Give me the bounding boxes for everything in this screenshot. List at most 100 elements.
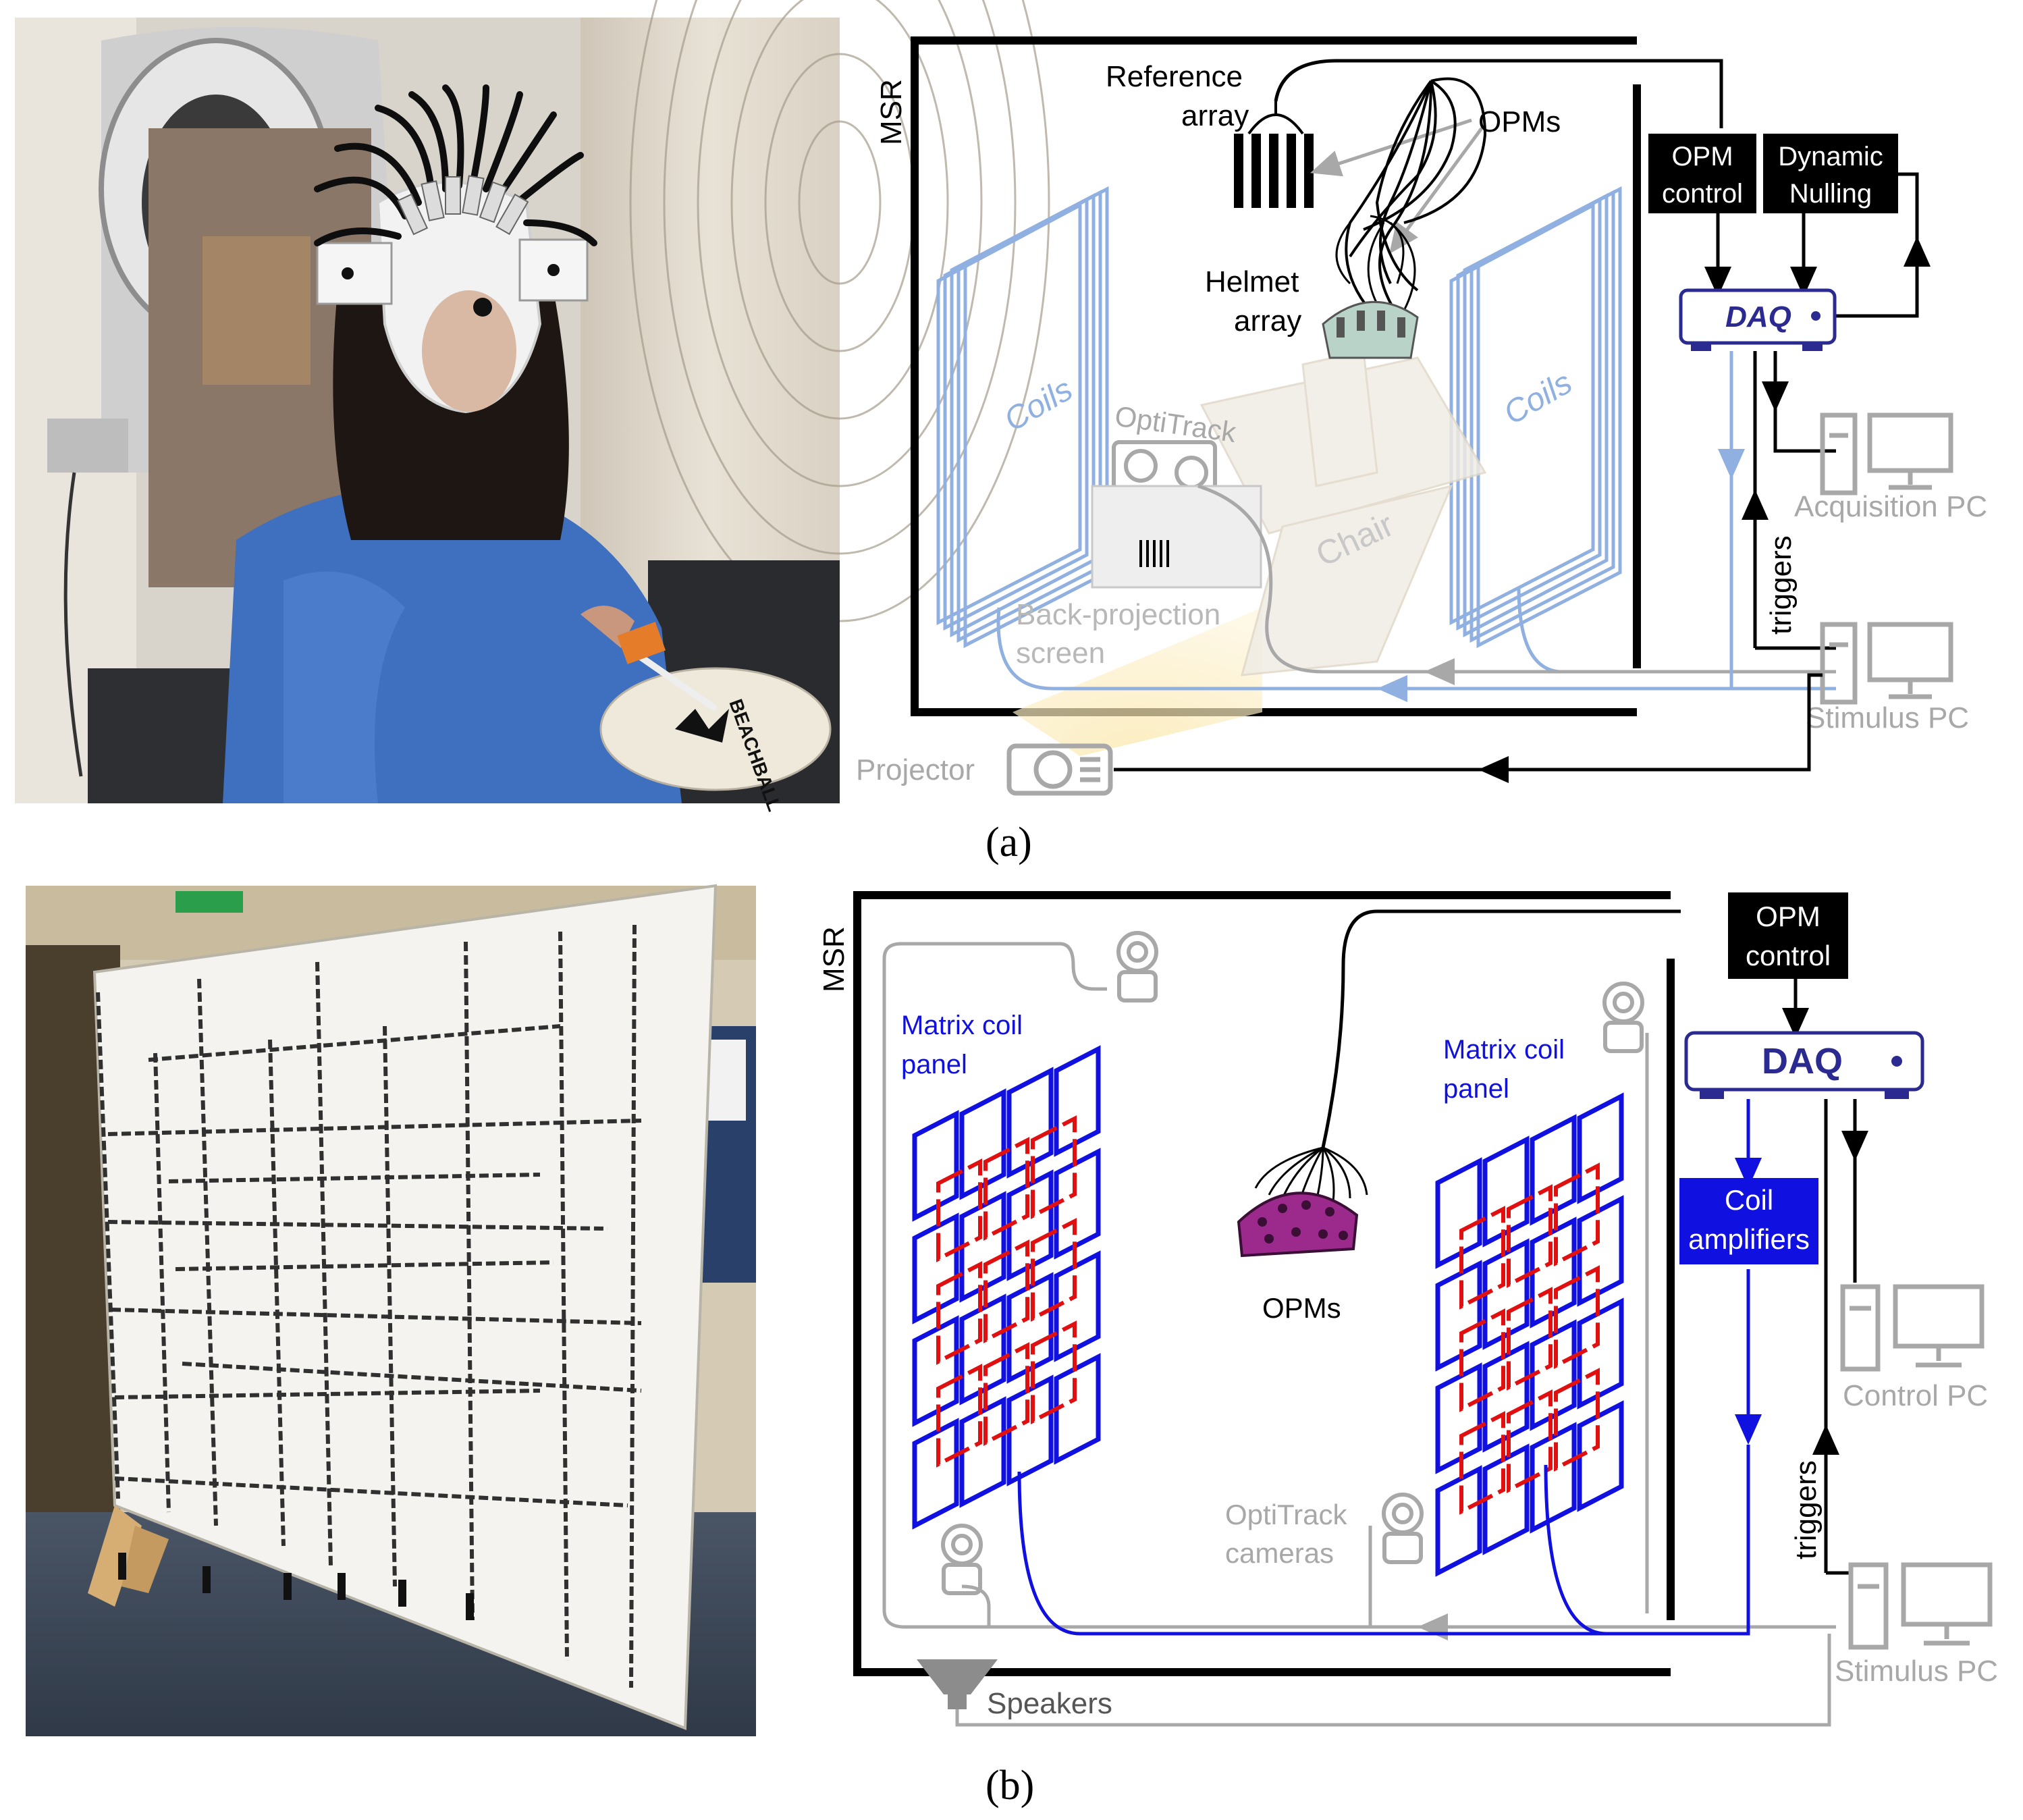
- optitrack-label-b-2: cameras: [1225, 1537, 1334, 1569]
- back-projection-screen: [1091, 485, 1262, 589]
- photo-a-opm-helmet-participant: BEACHBALL: [15, 0, 1050, 814]
- daq-box-a: [1679, 288, 1837, 351]
- opms-label-b: OPMs: [1262, 1292, 1341, 1324]
- optitrack-camera-icon-a: [1112, 440, 1217, 491]
- triggers-label-b: triggers: [1789, 1460, 1823, 1559]
- caption-b: (b): [986, 1763, 1034, 1809]
- matrix-coil-blue-loop: [1006, 1169, 1054, 1281]
- stimulus-pc-label-b: Stimulus PC: [1835, 1655, 1998, 1688]
- matrix-coil-blue-loop: [1006, 1272, 1054, 1384]
- msr-label-b: MSR: [817, 926, 851, 992]
- matrix-coil-blue-loop: [1530, 1422, 1577, 1534]
- msr-label-a: MSR: [875, 79, 908, 145]
- reference-array-label-2: array: [1181, 99, 1249, 132]
- optitrack-camera-icon-b3: [941, 1524, 983, 1595]
- helmet-array-label-1: Helmet: [1205, 265, 1299, 298]
- speakers-icon: [917, 1659, 998, 1709]
- optitrack-camera-icon-b1: [1116, 931, 1158, 1002]
- daq-box-b: [1684, 1031, 1924, 1099]
- projector-icon: [1006, 743, 1113, 796]
- matrix-coil-blue-loop: [959, 1396, 1006, 1508]
- dynamic-nulling-box: [1763, 134, 1898, 213]
- optitrack-camera-icon-b4: [1382, 1493, 1424, 1564]
- matrix-coil-blue-loop: [1482, 1341, 1530, 1453]
- matrix-coil-blue-loop: [1006, 1067, 1054, 1179]
- back-projection-label-2: screen: [1016, 637, 1105, 670]
- stimulus-pc-icon-b: [1848, 1562, 1993, 1650]
- matrix-coil-blue-loop: [1054, 1353, 1101, 1465]
- matrix-coil-red-loop: [1459, 1411, 1505, 1515]
- matrix-coil-blue-loop: [959, 1191, 1006, 1303]
- matrix-coil-red-loop: [983, 1342, 1029, 1446]
- projector-label: Projector: [856, 753, 975, 786]
- photo-b-matrix-coil-panel: [26, 884, 756, 1736]
- matrix-coil-red-loop: [1459, 1308, 1505, 1412]
- matrix-coil-red-loop: [983, 1239, 1029, 1343]
- matrix-coil-blue-loop: [912, 1418, 959, 1530]
- coils-left-label: Coils: [998, 371, 1079, 438]
- matrix-right-label-2: panel: [1443, 1074, 1509, 1104]
- matrix-coil-red-loop: [936, 1364, 982, 1468]
- matrix-coil-red-loop: [1507, 1389, 1553, 1493]
- matrix-coil-blue-loop: [959, 1293, 1006, 1406]
- daq-label-b: DAQ: [1762, 1041, 1843, 1081]
- stimulus-pc-icon-a: [1820, 622, 1953, 705]
- chair-shape: [1199, 350, 1487, 676]
- helmet-array-icon: [1322, 300, 1419, 359]
- coil-amplifiers-label-1: Coil: [1725, 1184, 1773, 1216]
- matrix-coil-panel-right: [1435, 1092, 1624, 1577]
- matrix-coil-blue-loop: [1530, 1319, 1577, 1431]
- speakers-label: Speakers: [987, 1687, 1112, 1720]
- matrix-coil-red-loop: [1031, 1218, 1077, 1322]
- screen-stimulus-icon: [1139, 540, 1169, 567]
- msr-outline-b: [853, 891, 1671, 1676]
- optitrack-camera-icon-b2: [1602, 982, 1644, 1053]
- matrix-coil-blue-loop: [1577, 1400, 1624, 1512]
- acquisition-pc-label: Acquisition PC: [1794, 490, 1987, 523]
- diagram-b: MSR OptiTrack cameras Matrix coil: [817, 891, 1998, 1809]
- coil-amplifiers-label-2: amplifiers: [1688, 1223, 1810, 1255]
- matrix-coil-blue-loop: [1577, 1297, 1624, 1410]
- matrix-coil-panel-left: [912, 1045, 1101, 1530]
- stimulus-pc-label-a: Stimulus PC: [1806, 701, 1969, 734]
- matrix-left-label-1: Matrix coil: [901, 1011, 1023, 1040]
- caption-a: (a): [986, 820, 1032, 865]
- matrix-coil-blue-loop: [1530, 1216, 1577, 1329]
- matrix-coil-red-loop: [1459, 1206, 1505, 1310]
- coils-right: [1449, 186, 1622, 649]
- opms-helmet-icon-b: [1237, 1192, 1359, 1258]
- acquisition-pc-icon: [1820, 412, 1953, 496]
- reference-array-sensors: [1234, 134, 1314, 208]
- matrix-coil-red-loop: [1554, 1265, 1600, 1369]
- matrix-coil-blue-loop: [1482, 1238, 1530, 1350]
- matrix-coil-red-loop: [1554, 1368, 1600, 1472]
- dynamic-nulling-label-2: Nulling: [1789, 179, 1872, 209]
- matrix-coil-blue-loop: [912, 1110, 959, 1222]
- matrix-right-label-1: Matrix coil: [1443, 1035, 1565, 1065]
- coils-right-label: Coils: [1498, 365, 1578, 431]
- matrix-coil-blue-loop: [1482, 1135, 1530, 1248]
- opm-control-label-a-1: OPM: [1671, 142, 1733, 171]
- dynamic-nulling-label-1: Dynamic: [1778, 142, 1883, 171]
- matrix-coil-blue-loop: [912, 1212, 959, 1324]
- daq-label-a: DAQ: [1725, 300, 1791, 333]
- matrix-coil-blue-loop: [1577, 1092, 1624, 1204]
- msr-outline-a: [911, 36, 1637, 716]
- matrix-coil-red-loop: [936, 1261, 982, 1365]
- matrix-coil-red-loop: [1507, 1287, 1553, 1391]
- coil-amplifiers-box: [1679, 1178, 1818, 1264]
- matrix-coil-blue-loop: [1577, 1195, 1624, 1307]
- control-pc-icon: [1840, 1284, 1985, 1372]
- reference-array-label-1: Reference: [1106, 60, 1243, 93]
- matrix-coil-red-loop: [1031, 1115, 1077, 1219]
- back-projection-label-1: Back-projection: [1016, 598, 1220, 631]
- opm-control-box-a: [1648, 134, 1756, 213]
- triggers-label-a: triggers: [1764, 535, 1798, 635]
- matrix-coil-blue-loop: [1435, 1157, 1482, 1269]
- matrix-coil-blue-loop: [1054, 1045, 1101, 1157]
- matrix-coil-red-loop: [983, 1137, 1029, 1241]
- opm-control-label-b-2: control: [1746, 940, 1831, 971]
- matrix-coil-blue-loop: [1054, 1148, 1101, 1260]
- matrix-coil-blue-loop: [1530, 1114, 1577, 1226]
- matrix-coil-blue-loop: [1435, 1465, 1482, 1577]
